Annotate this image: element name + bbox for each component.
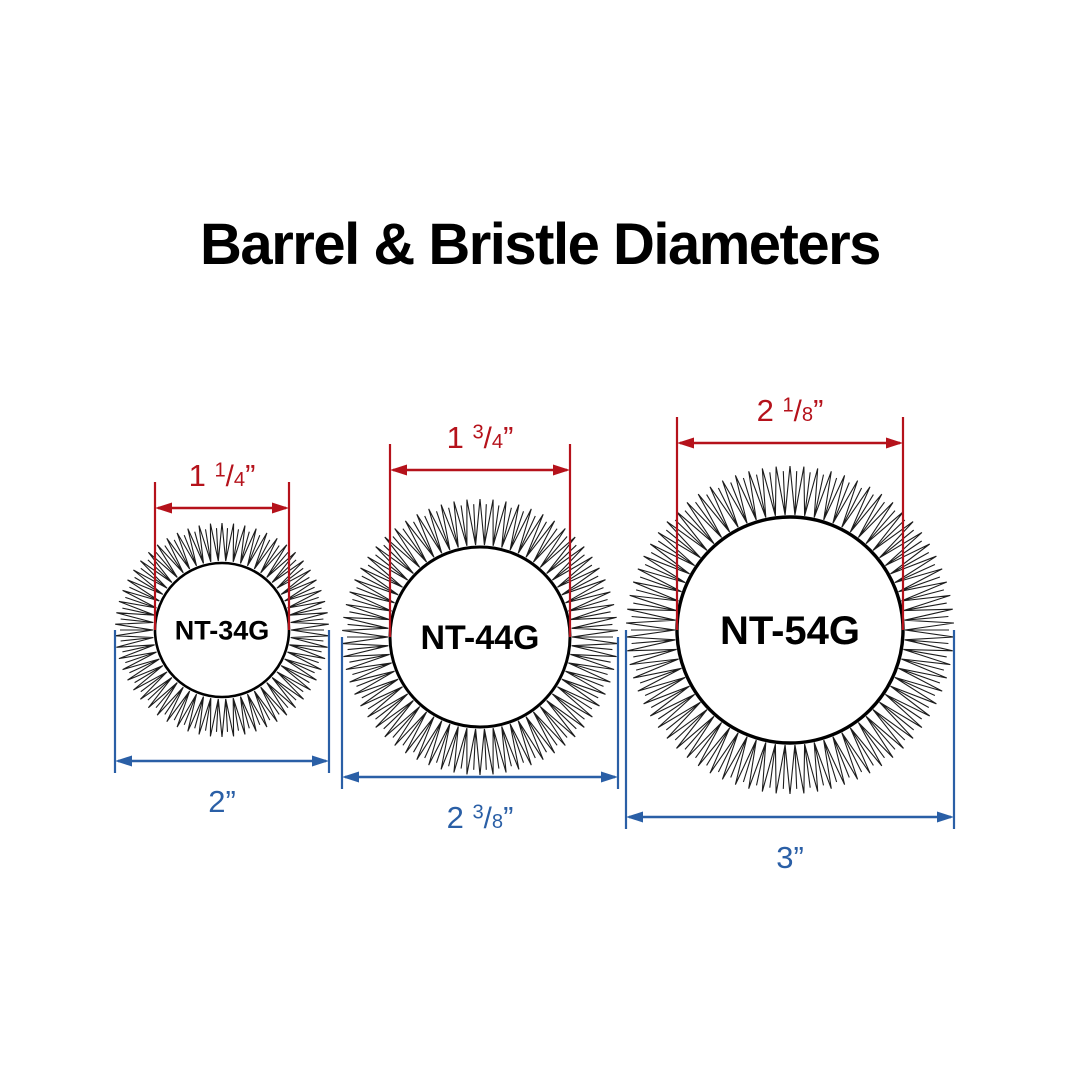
dimension-label: 3” xyxy=(776,840,804,875)
arrowhead-right-icon xyxy=(886,437,903,449)
arrowhead-left-icon xyxy=(115,755,132,767)
arrowhead-right-icon xyxy=(272,502,289,514)
arrowhead-right-icon xyxy=(601,771,618,783)
bristle-dimension: 3” xyxy=(624,630,956,875)
bristle-dimension: 2 3/8” xyxy=(340,637,620,835)
bristle-dimension: 2” xyxy=(113,630,331,819)
dimension-label: 1 1/4” xyxy=(189,458,256,493)
arrowhead-left-icon xyxy=(677,437,694,449)
arrowhead-left-icon xyxy=(390,464,407,476)
brush-nt-34g: NT-34G 1 1/4” 2” xyxy=(113,458,331,819)
brush-nt-44g: NT-44G 1 3/4” 2 3/8” xyxy=(340,420,620,835)
arrowhead-right-icon xyxy=(553,464,570,476)
model-label: NT-54G xyxy=(720,609,860,653)
brush-nt-54g: NT-54G 2 1/8” 3” xyxy=(624,393,956,875)
arrowhead-right-icon xyxy=(312,755,329,767)
barrel-dimension: 1 3/4” xyxy=(388,420,572,637)
model-label: NT-44G xyxy=(420,619,539,657)
dimension-label: 2 3/8” xyxy=(447,800,514,835)
model-label: NT-34G xyxy=(175,615,270,645)
diagram-title: Barrel & Bristle Diameters xyxy=(200,212,881,277)
arrowhead-left-icon xyxy=(342,771,359,783)
arrowhead-left-icon xyxy=(626,811,643,823)
arrowhead-right-icon xyxy=(937,811,954,823)
dimension-label: 2” xyxy=(208,784,236,819)
barrel-dimension: 1 1/4” xyxy=(153,458,291,630)
dimension-label: 1 3/4” xyxy=(447,420,514,455)
dimension-label: 2 1/8” xyxy=(757,393,824,428)
arrowhead-left-icon xyxy=(155,502,172,514)
barrel-dimension: 2 1/8” xyxy=(675,393,905,630)
